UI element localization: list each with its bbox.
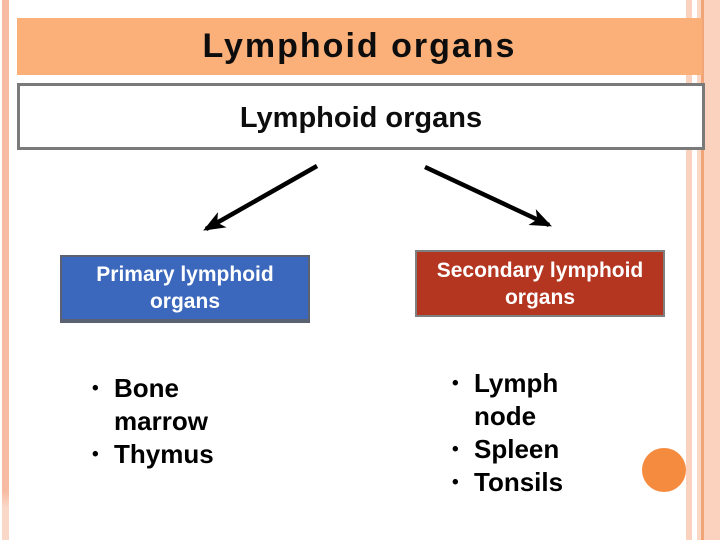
primary-lymphoid-box: Primary lymphoid organs (60, 255, 310, 323)
left-edge-stripe (2, 0, 9, 540)
secondary-lymphoid-box: Secondary lymphoid organs (415, 250, 665, 317)
list-item-label: Bone marrow (114, 373, 208, 436)
right-stripe-3 (701, 0, 704, 540)
right-edge-stripes (686, 0, 720, 540)
list-item: • Thymus (92, 438, 229, 471)
bullet-icon: • (452, 439, 459, 460)
topic-box-label: Lymphoid organs (239, 102, 483, 134)
right-stripe-4 (704, 0, 720, 540)
bullet-icon: • (92, 378, 99, 399)
arrow-to-secondary (424, 164, 552, 228)
list-item: • Bone marrow (92, 372, 229, 438)
slide-title: Lymphoid organs (202, 27, 517, 65)
list-item: • Tonsils (452, 466, 576, 499)
arrow-to-primary (203, 164, 319, 231)
list-item: • Lymph node (452, 367, 576, 433)
secondary-lymphoid-label: Secondary lymphoid organs (436, 258, 644, 309)
secondary-organs-list: • Lymph node • Spleen • Tonsils (452, 367, 576, 499)
list-item: • Spleen (452, 433, 576, 466)
bullet-icon: • (452, 472, 459, 493)
slide-title-bar: Lymphoid organs (17, 18, 702, 75)
list-item-label: Tonsils (474, 467, 564, 497)
right-stripe-1 (686, 0, 692, 540)
list-item-label: Lymph node (474, 368, 559, 431)
primary-organs-list: • Bone marrow • Thymus (92, 372, 229, 471)
topic-box: Lymphoid organs (17, 83, 705, 150)
list-item-label: Spleen (474, 434, 560, 464)
right-stripe-2 (697, 0, 701, 540)
decorative-circle (642, 448, 686, 492)
list-item-label: Thymus (114, 439, 214, 469)
primary-lymphoid-label: Primary lymphoid organs (96, 263, 274, 313)
bullet-icon: • (452, 373, 459, 394)
bullet-icon: • (92, 444, 99, 465)
